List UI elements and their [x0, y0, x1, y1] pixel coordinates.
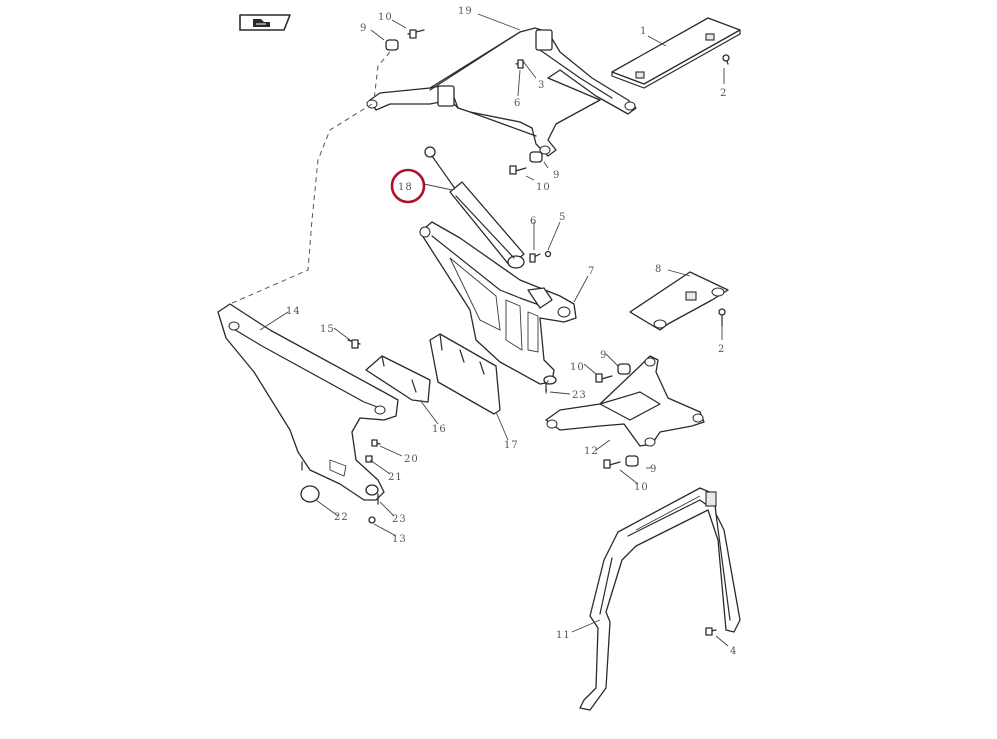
callout-21[interactable]: 21 [388, 472, 403, 483]
callout-19[interactable]: 19 [458, 6, 473, 17]
callout-22[interactable]: 22 [334, 512, 349, 523]
callout-23[interactable]: 23 [392, 514, 407, 525]
hardware-left [300, 339, 381, 524]
callout-18[interactable]: 18 [398, 182, 413, 193]
callout-15[interactable]: 15 [320, 324, 335, 335]
dashed-guides [229, 51, 549, 395]
callout-10[interactable]: 10 [570, 362, 585, 373]
callout-11[interactable]: 11 [556, 630, 571, 641]
hardware-link [595, 363, 639, 469]
bracket-part-7 [419, 221, 577, 393]
callout-7[interactable]: 7 [588, 266, 595, 277]
callout-10[interactable]: 10 [378, 12, 393, 23]
callout-10[interactable]: 10 [634, 482, 649, 493]
hardware-top [385, 29, 730, 175]
tube-frame-part-11 [579, 487, 741, 711]
callout-10[interactable]: 10 [536, 182, 551, 193]
callout-20[interactable]: 20 [404, 454, 419, 465]
callout-9[interactable]: 9 [600, 350, 607, 361]
callout-2[interactable]: 2 [720, 88, 727, 99]
callout-4[interactable]: 4 [730, 646, 737, 657]
callout-2[interactable]: 2 [718, 344, 725, 355]
callout-12[interactable]: 12 [584, 446, 599, 457]
callout-5[interactable]: 5 [559, 212, 566, 223]
plate-part-8 [629, 271, 729, 331]
callout-23[interactable]: 23 [572, 390, 587, 401]
callout-16[interactable]: 16 [432, 424, 447, 435]
callout-labels: 10 9 19 1 2 3 6 9 10 18 6 5 7 8 2 10 9 2… [286, 6, 737, 657]
shield-plate-part-17 [429, 333, 501, 415]
lower-link-part-12 [545, 355, 705, 447]
highlight-circle-18[interactable] [390, 168, 426, 204]
hardware-mid [529, 250, 552, 263]
callout-17[interactable]: 17 [504, 440, 519, 451]
book-arrow-icon[interactable] [239, 14, 291, 31]
plate-part-1 [611, 17, 741, 89]
callout-9[interactable]: 9 [360, 23, 367, 34]
side-frame-part-14 [217, 303, 399, 505]
callout-8[interactable]: 8 [655, 264, 662, 275]
callout-1[interactable]: 1 [640, 26, 647, 37]
upper-frame-part-19 [366, 27, 637, 157]
callout-13[interactable]: 13 [392, 534, 407, 545]
callout-9[interactable]: 9 [553, 170, 560, 181]
small-bracket-part-16 [365, 355, 431, 403]
callout-14[interactable]: 14 [286, 306, 301, 317]
callout-6[interactable]: 6 [530, 216, 537, 227]
gas-spring-part-18 [424, 146, 525, 269]
leader-lines [259, 13, 729, 647]
callout-6[interactable]: 6 [514, 98, 521, 109]
callout-9[interactable]: 9 [650, 464, 657, 475]
hardware-bottom [705, 627, 717, 636]
callout-3[interactable]: 3 [538, 80, 545, 91]
